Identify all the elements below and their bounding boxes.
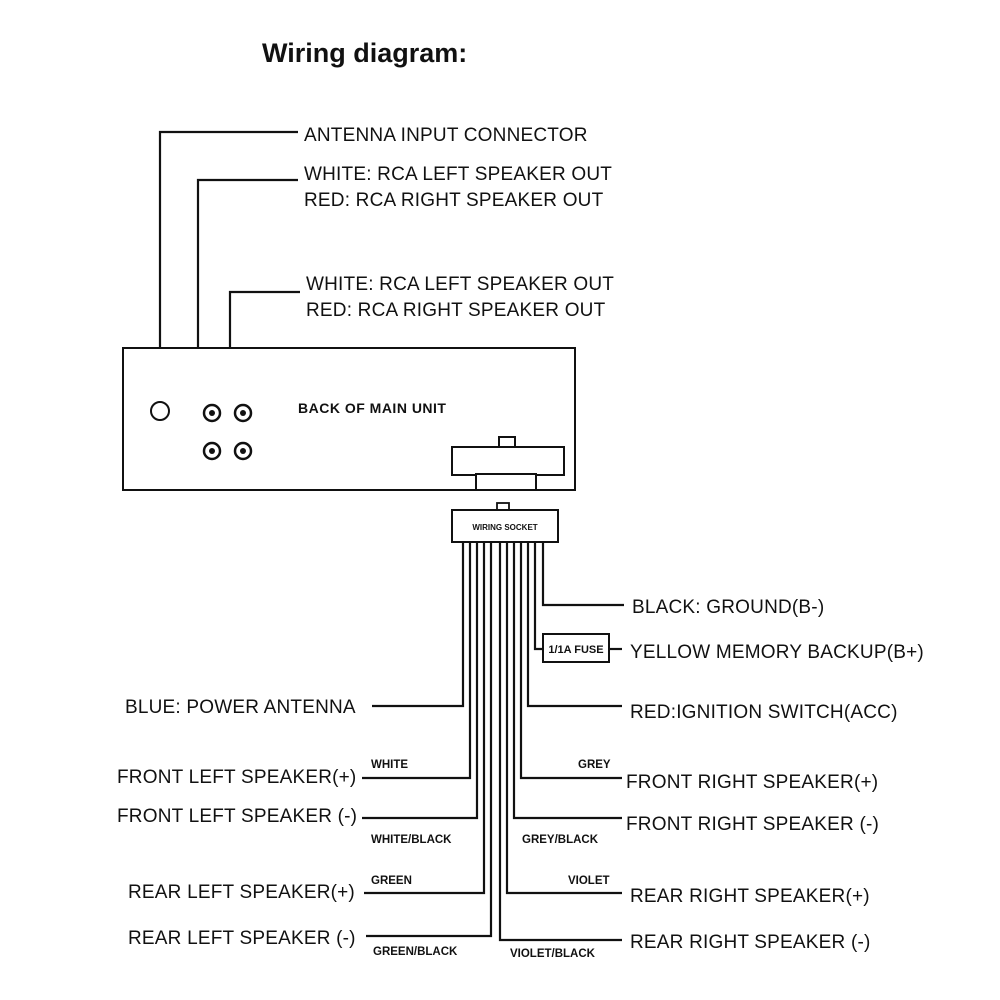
wiring-socket-label: WIRING SOCKET xyxy=(472,523,537,532)
ignition-label: RED:IGNITION SWITCH(ACC) xyxy=(630,702,898,723)
rca2-white-label: WHITE: RCA LEFT SPEAKER OUT xyxy=(306,274,614,295)
rear-right-plus-label: REAR RIGHT SPEAKER(+) xyxy=(630,886,870,907)
front-left-minus-label: FRONT LEFT SPEAKER (-) xyxy=(117,806,357,827)
power-antenna-label: BLUE: POWER ANTENNA xyxy=(125,697,356,718)
wire-green xyxy=(364,542,486,895)
wire-color-grey-black-label: GREY/BLACK xyxy=(522,834,599,846)
ground-label: BLACK: GROUND(B-) xyxy=(632,597,824,618)
antenna-input-label: ANTENNA INPUT CONNECTOR xyxy=(304,125,588,146)
rear-left-minus-label: REAR LEFT SPEAKER (-) xyxy=(128,928,356,949)
rca-jack-icon xyxy=(233,403,253,423)
front-right-minus-label: FRONT RIGHT SPEAKER (-) xyxy=(626,814,879,835)
rca1-leader-line xyxy=(196,178,298,440)
wire-color-grey-label: GREY xyxy=(578,759,611,771)
wire-color-green-label: GREEN xyxy=(371,875,412,887)
rca1-white-label: WHITE: RCA LEFT SPEAKER OUT xyxy=(304,164,612,185)
wire-black-ground xyxy=(541,542,624,607)
wire-blue-power-antenna xyxy=(372,542,465,708)
antenna-leader-line xyxy=(158,130,298,402)
rca1-red-label: RED: RCA RIGHT SPEAKER OUT xyxy=(304,190,604,211)
antenna-jack-icon xyxy=(150,401,170,421)
wire-color-white-black-label: WHITE/BLACK xyxy=(371,834,452,846)
diagram-title: Wiring diagram: xyxy=(262,38,467,68)
memory-backup-label: YELLOW MEMORY BACKUP(B+) xyxy=(630,642,924,663)
wire-violet-black xyxy=(498,542,622,942)
wire-color-violet-label: VIOLET xyxy=(568,875,610,887)
rca-jack-icon xyxy=(202,403,222,423)
wire-green-black xyxy=(366,542,493,938)
wire-color-violet-black-label: VIOLET/BLACK xyxy=(510,948,596,960)
wire-grey xyxy=(519,542,622,780)
wiring-socket xyxy=(451,509,559,543)
front-left-plus-label: FRONT LEFT SPEAKER(+) xyxy=(117,767,356,788)
wire-red-ignition xyxy=(526,542,622,708)
rca-jack-icon xyxy=(202,441,222,461)
wire-violet xyxy=(505,542,622,895)
wire-color-white-label: WHITE xyxy=(371,759,408,771)
rca-jack-icon xyxy=(233,441,253,461)
front-right-plus-label: FRONT RIGHT SPEAKER(+) xyxy=(626,772,878,793)
wire-white xyxy=(362,542,472,780)
wire-yellow-memory xyxy=(533,542,548,651)
rear-left-plus-label: REAR LEFT SPEAKER(+) xyxy=(128,882,355,903)
wire-white-black xyxy=(362,542,479,820)
fuse-label: 1/1A FUSE xyxy=(548,644,603,656)
wire-grey-black xyxy=(512,542,622,820)
main-unit-connector xyxy=(451,436,565,491)
rca2-red-label: RED: RCA RIGHT SPEAKER OUT xyxy=(306,300,606,321)
back-of-main-unit-label: BACK OF MAIN UNIT xyxy=(298,400,447,416)
rear-right-minus-label: REAR RIGHT SPEAKER (-) xyxy=(630,932,871,953)
wire-color-green-black-label: GREEN/BLACK xyxy=(373,946,458,958)
wire-harness xyxy=(362,542,624,942)
fuse-box xyxy=(542,633,610,663)
